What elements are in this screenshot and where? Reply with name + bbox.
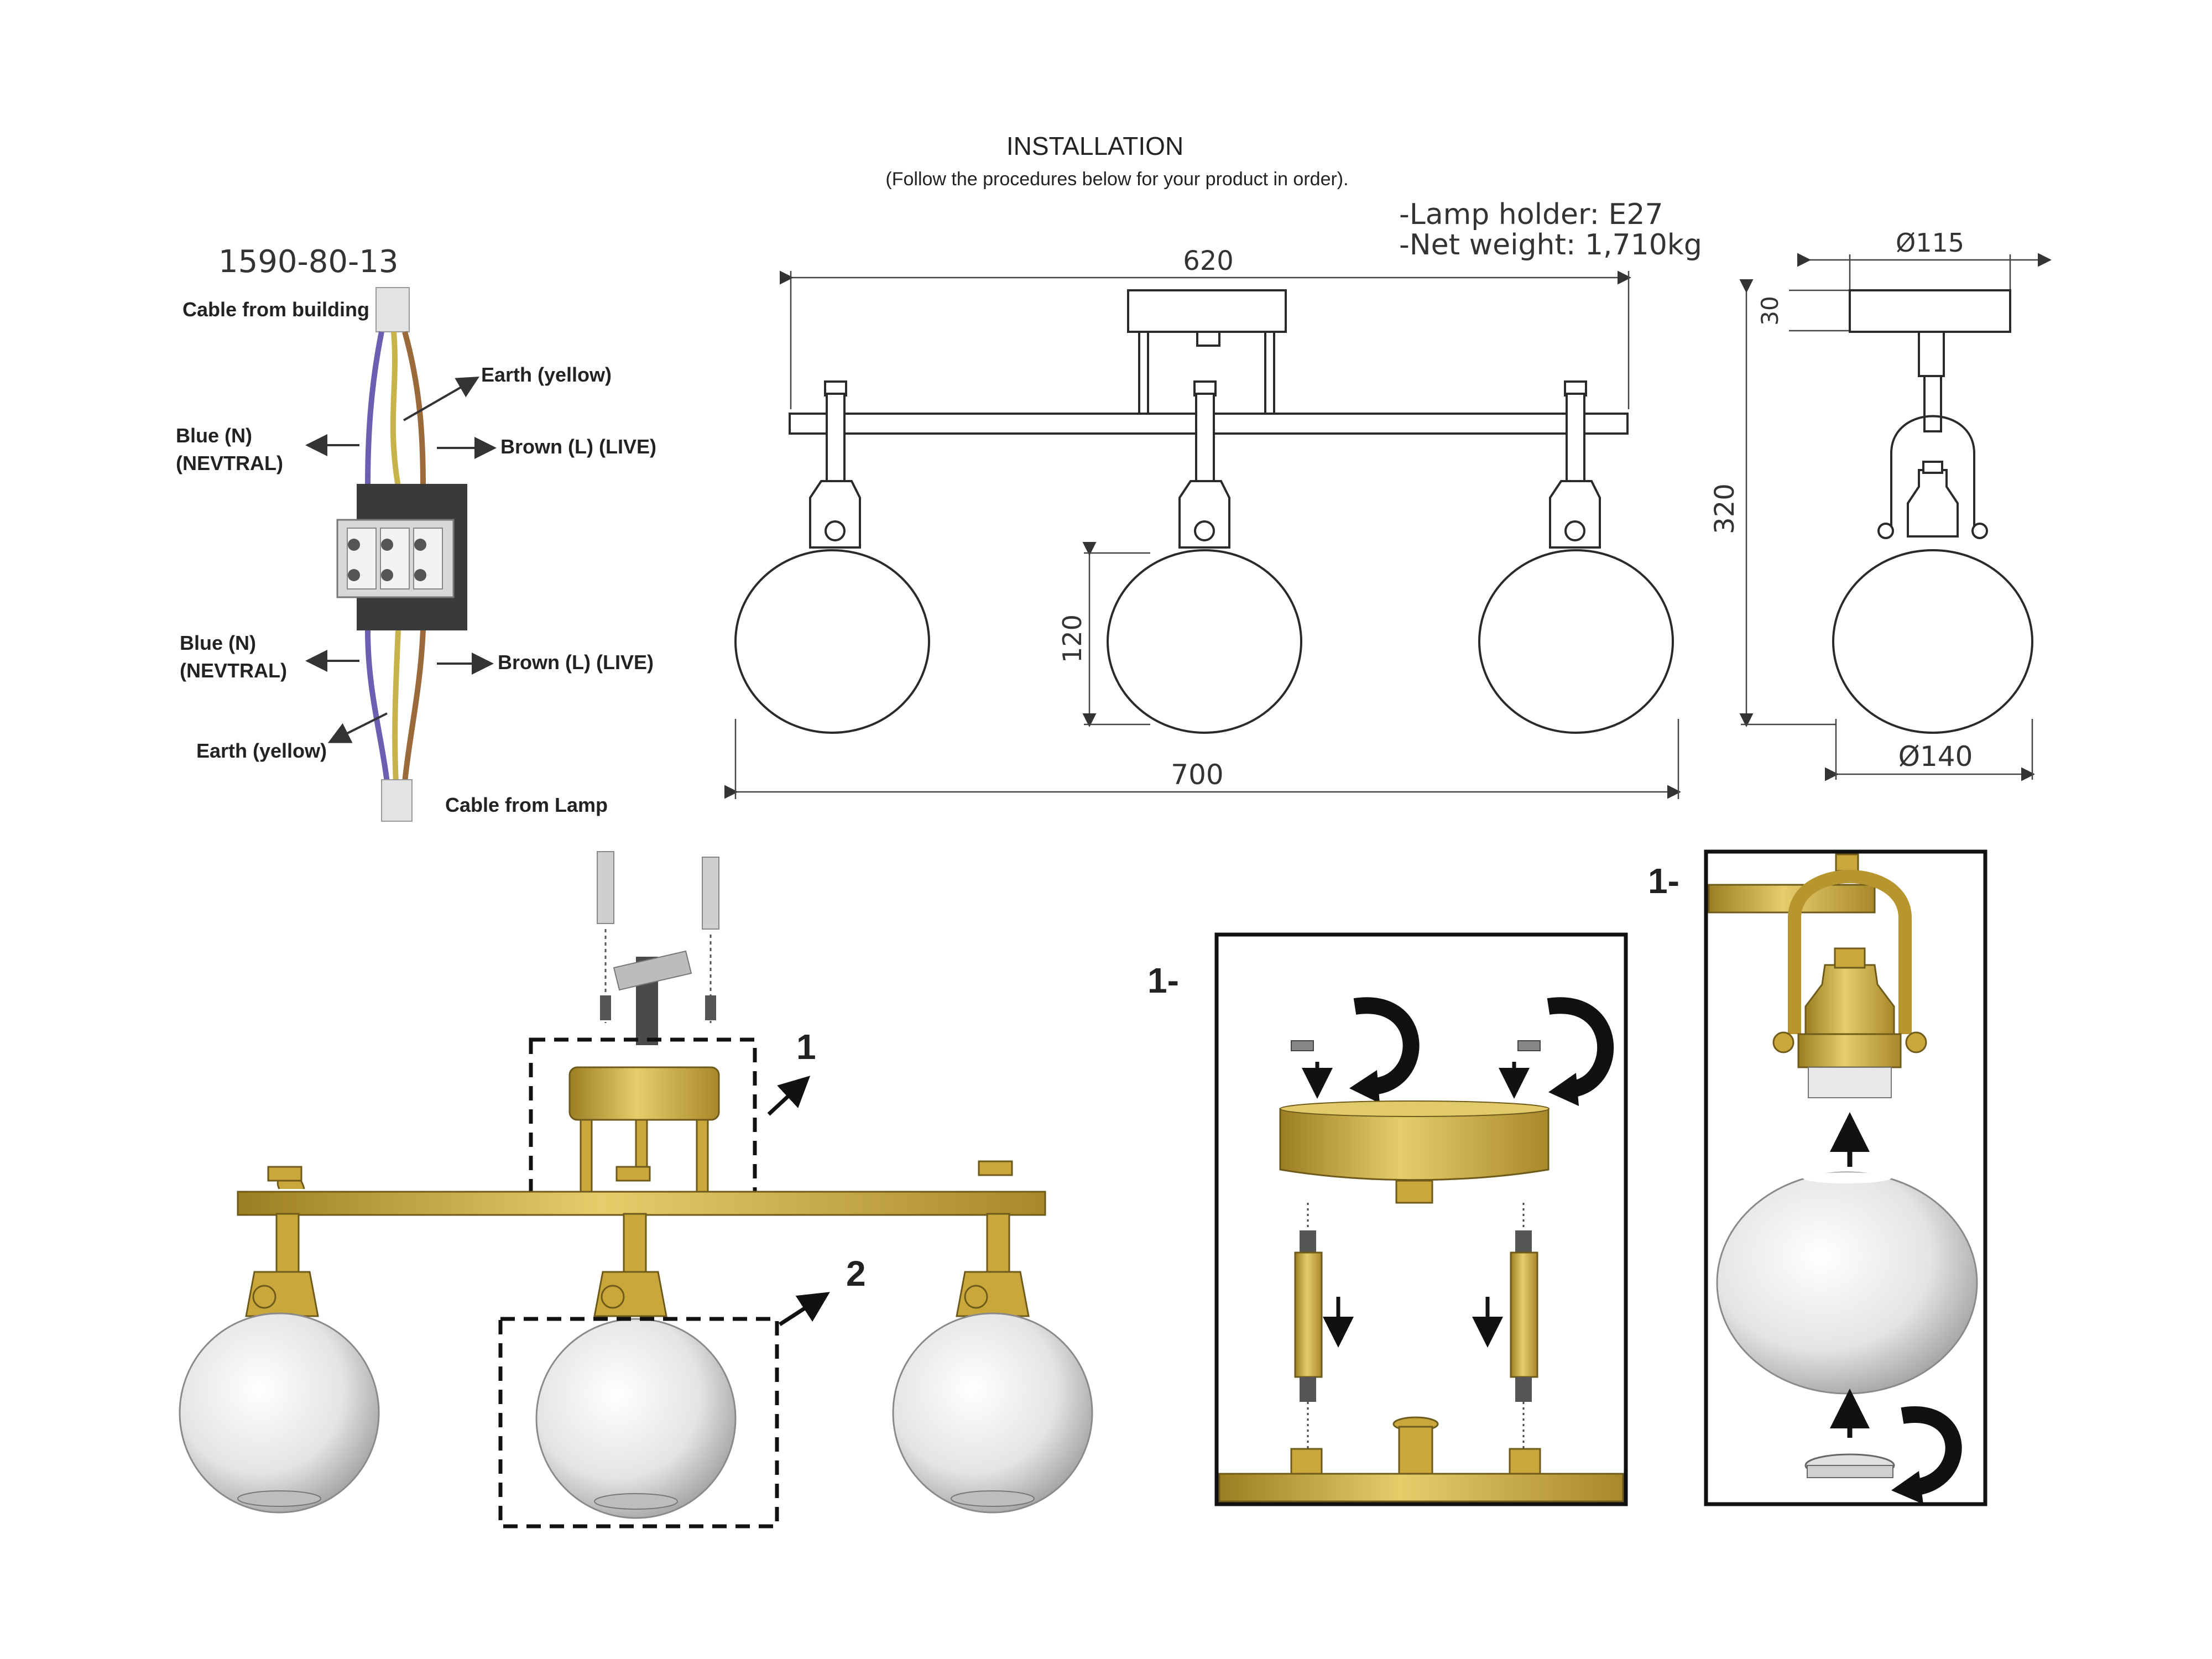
dim-30: 30	[1756, 296, 1783, 325]
front-lamp-center	[1107, 380, 1302, 734]
dim-140: Ø140	[1898, 740, 1973, 773]
label-earth-top: Earth (yellow)	[481, 363, 612, 386]
front-lamp-right	[1478, 380, 1674, 734]
side-view-drawing: Ø115 30 320 Ø140	[1709, 228, 2052, 781]
spec-net-weight: -Net weight: 1,710kg	[1399, 228, 1702, 262]
installation-title: INSTALLATION	[1006, 132, 1183, 160]
assembly-render: 1	[179, 851, 1093, 1528]
side-glass	[1832, 549, 2033, 734]
callout-2-label: 2	[846, 1254, 866, 1293]
label-blue-top-2: (NEVTRAL)	[176, 452, 283, 474]
wire-blue-bottom	[365, 630, 390, 783]
installation-subtitle: (Follow the procedures below for your pr…	[885, 169, 1348, 190]
wire-brown-top	[402, 331, 426, 487]
pointer-earth-top	[403, 377, 479, 421]
render-lamp-center	[535, 1166, 737, 1519]
dim-700: 700	[1171, 759, 1223, 791]
wire-earth-top	[390, 331, 401, 487]
front-lamp-left	[734, 380, 930, 734]
panel-bar	[1218, 1473, 1624, 1503]
wire-brown-bottom	[402, 630, 426, 783]
model-number: 1590-80-13	[218, 244, 398, 280]
bottom-cable-sheath	[381, 779, 413, 822]
label-brown-bottom: Brown (L) (LIVE)	[498, 651, 654, 674]
callout-1-label: 1	[796, 1027, 816, 1067]
front-view-drawing: 620	[724, 246, 1681, 799]
callout-box-2	[498, 1317, 779, 1528]
step-label-right: 1-	[1648, 861, 1679, 901]
dim-115: Ø115	[1896, 228, 1964, 258]
dim-620: 620	[1183, 246, 1234, 276]
step-panel-glass-mounting	[1704, 849, 1987, 1506]
step-panel-canopy-mounting	[1214, 932, 1628, 1506]
dim-320: 320	[1709, 483, 1740, 534]
label-brown-top: Brown (L) (LIVE)	[500, 435, 656, 458]
anchor-screws	[597, 851, 719, 1045]
render-lamp-right	[892, 1160, 1093, 1514]
render-canopy	[568, 1066, 720, 1121]
wire-blue-top	[365, 331, 384, 487]
side-canopy	[1849, 289, 2011, 333]
pointer-earth-bottom	[327, 712, 388, 743]
callout-2-arrow	[779, 1292, 830, 1326]
render-lamp-left	[179, 1166, 380, 1514]
label-cable-from-building: Cable from building	[182, 298, 369, 321]
front-canopy	[1127, 289, 1287, 333]
label-blue-bottom-1: Blue (N)	[180, 632, 256, 654]
label-earth-bottom: Earth (yellow)	[196, 739, 327, 762]
terminal-block	[336, 519, 455, 598]
label-blue-top-1: Blue (N)	[176, 424, 252, 447]
label-blue-bottom-2: (NEVTRAL)	[180, 659, 287, 682]
label-cable-from-lamp: Cable from Lamp	[445, 794, 608, 816]
top-cable-sheath	[375, 287, 410, 332]
panel-glass	[1716, 1171, 1978, 1395]
render-bar	[237, 1191, 1046, 1216]
callout-1-arrow	[767, 1076, 811, 1116]
spec-lamp-holder: -Lamp holder: E27	[1399, 198, 1663, 231]
panel-canopy	[1279, 1108, 1550, 1181]
wiring-diagram: 1590-80-13 Cable from building Earth (ye…	[176, 244, 656, 822]
dim-120: 120	[1057, 614, 1087, 663]
wire-earth-bottom	[392, 630, 401, 783]
step-label-left: 1-	[1147, 961, 1179, 1000]
